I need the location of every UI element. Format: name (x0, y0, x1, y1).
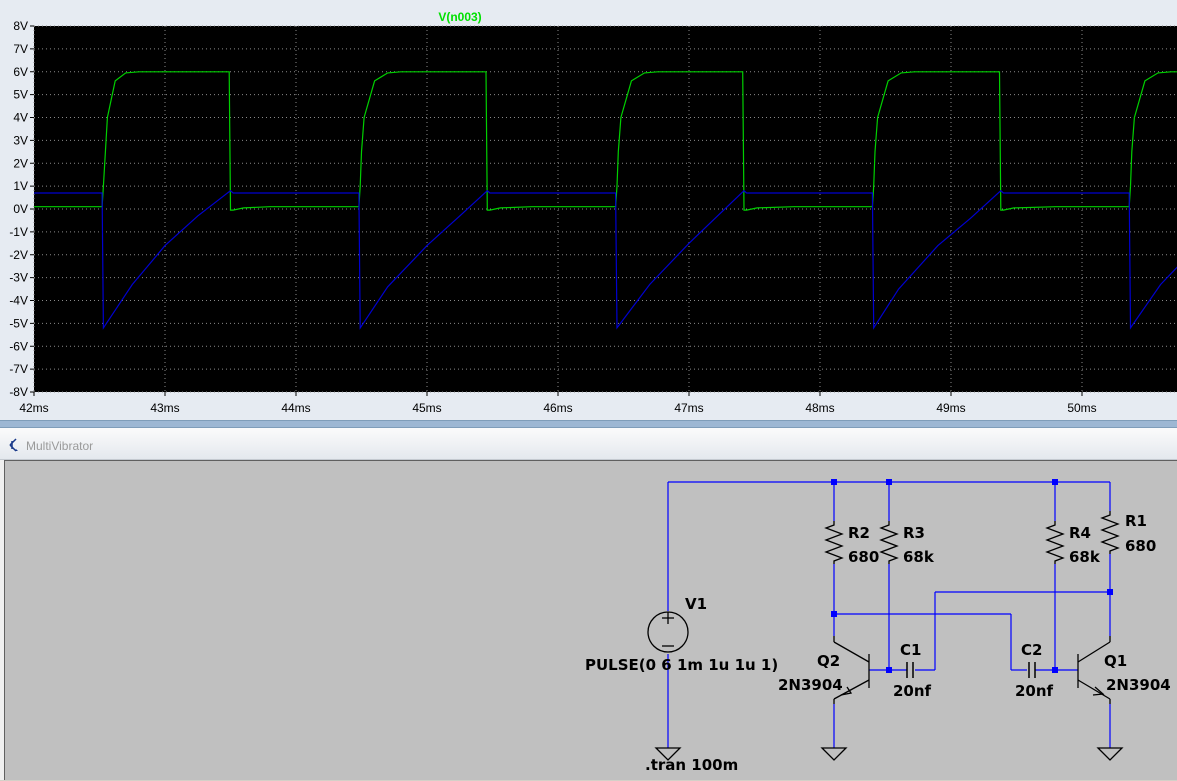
junction-dot (886, 479, 892, 485)
q2-collector (833, 641, 870, 663)
waveform-viewer[interactable]: 8V 7V 6V 5V 4V 3V 2V 1V 0V -1V -2V -3V -4V -5V -6V -7V -… (0, 0, 1177, 420)
tran-directive[interactable]: .tran 100m (645, 756, 738, 774)
r2-value[interactable]: 680 (848, 548, 879, 566)
schematic-icon (9, 438, 18, 452)
transistor-q2[interactable] (833, 636, 870, 704)
plot-grid (33, 25, 1177, 393)
y-tick-label: -8V (9, 385, 28, 399)
q1-emitter (1077, 679, 1111, 700)
junctions (831, 479, 1113, 673)
series-line-blue (34, 189, 1177, 330)
q2-value[interactable]: 2N3904 (778, 676, 843, 694)
y-tick-label: -4V (9, 294, 28, 308)
y-tick-label: 3V (13, 133, 28, 147)
x-tick-label: 42ms (19, 401, 48, 415)
v1-value[interactable]: PULSE(0 6 1m 1u 1u 1) (585, 656, 778, 674)
q1-value[interactable]: 2N3904 (1106, 676, 1171, 694)
r4-value[interactable]: 68k (1069, 548, 1101, 566)
junction-dot (1052, 479, 1058, 485)
resistor-r2[interactable] (824, 521, 844, 564)
r3-ref[interactable]: R3 (903, 524, 925, 542)
y-tick-label: 6V (13, 65, 28, 79)
schematic-window[interactable]: MultiVibrator (0, 428, 1177, 780)
junction-dot (1052, 667, 1058, 673)
y-tick-label: -3V (9, 271, 28, 285)
schematic-window-title: MultiVibrator (26, 439, 94, 453)
x-axis: 42ms 43ms 44ms 45ms 46ms 47ms 48ms 49ms 50ms (19, 392, 1097, 415)
x-tick-label: 47ms (674, 401, 703, 415)
c1-ref[interactable]: C1 (900, 641, 921, 659)
r4-ref[interactable]: R4 (1069, 524, 1091, 542)
resistors (824, 511, 1120, 564)
q1-ref[interactable]: Q1 (1104, 652, 1127, 670)
ground-symbol[interactable] (1096, 747, 1124, 761)
c1-value[interactable]: 20nf (893, 682, 932, 700)
schematic-drawing[interactable]: R2 680 R3 68k R4 68k R1 680 C1 20nf C2 2… (5, 461, 1177, 781)
y-tick-label: 0V (13, 202, 28, 216)
r2-ref[interactable]: R2 (848, 524, 870, 542)
y-tick-label: -1V (9, 225, 28, 239)
resistor-r1[interactable] (1100, 511, 1120, 554)
schematic-titlebar[interactable]: MultiVibrator (0, 428, 1177, 460)
resistor-r3[interactable] (879, 521, 899, 564)
y-tick-label: -5V (9, 316, 28, 330)
y-tick-label: 7V (13, 42, 28, 56)
x-tick-label: 46ms (543, 401, 572, 415)
x-tick-label: 45ms (412, 401, 441, 415)
r1-ref[interactable]: R1 (1125, 512, 1147, 530)
junction-dot (1107, 589, 1113, 595)
y-tick-label: 1V (13, 179, 28, 193)
junction-dot (831, 479, 837, 485)
x-tick-label: 48ms (805, 401, 834, 415)
x-tick-label: 49ms (936, 401, 965, 415)
r1-value[interactable]: 680 (1125, 537, 1156, 555)
waveform-plot[interactable]: 8V 7V 6V 5V 4V 3V 2V 1V 0V -1V -2V -3V -4V -5V -6V -7V -… (0, 0, 1177, 420)
q1-collector (1077, 641, 1111, 663)
y-tick-label: 2V (13, 156, 28, 170)
component-labels: R2 680 R3 68k R4 68k R1 680 C1 20nf C2 2… (585, 512, 1171, 774)
pane-divider[interactable] (0, 420, 1177, 428)
junction-dot (886, 667, 892, 673)
q2-emitter (833, 679, 870, 700)
junction-dot (831, 611, 837, 617)
y-tick-label: 5V (13, 88, 28, 102)
r3-value[interactable]: 68k (903, 548, 935, 566)
trace-label-v-n003[interactable]: V(n003) (438, 10, 481, 24)
plot-traces (34, 71, 1177, 330)
y-tick-label: -2V (9, 248, 28, 262)
voltage-source-v1[interactable] (647, 611, 689, 653)
c2-ref[interactable]: C2 (1021, 641, 1042, 659)
y-tick-label: -6V (9, 339, 28, 353)
y-tick-label: 4V (13, 111, 28, 125)
x-tick-label: 50ms (1067, 401, 1096, 415)
ground-symbol[interactable] (654, 747, 682, 761)
c2-value[interactable]: 20nf (1015, 682, 1054, 700)
series-line-v-n003 (34, 71, 1177, 211)
ground-symbol[interactable] (820, 747, 848, 761)
q2-ref[interactable]: Q2 (817, 652, 840, 670)
grounds (654, 747, 1124, 761)
y-tick-label: 8V (13, 19, 28, 33)
plot-area[interactable] (34, 26, 1177, 392)
q2-emitter-arrow (840, 686, 853, 696)
x-tick-label: 44ms (281, 401, 310, 415)
schematic-canvas[interactable]: R2 680 R3 68k R4 68k R1 680 C1 20nf C2 2… (4, 460, 1177, 780)
v1-ref[interactable]: V1 (685, 595, 707, 613)
q1-emitter-arrow (1092, 686, 1105, 696)
resistor-r4[interactable] (1045, 521, 1065, 564)
y-axis: 8V 7V 6V 5V 4V 3V 2V 1V 0V -1V -2V -3V -4V -5V -6V -7V -… (9, 19, 34, 399)
x-tick-label: 43ms (150, 401, 179, 415)
capacitors (906, 662, 1036, 678)
y-tick-label: -7V (9, 362, 28, 376)
transistor-q1[interactable] (1077, 636, 1111, 704)
